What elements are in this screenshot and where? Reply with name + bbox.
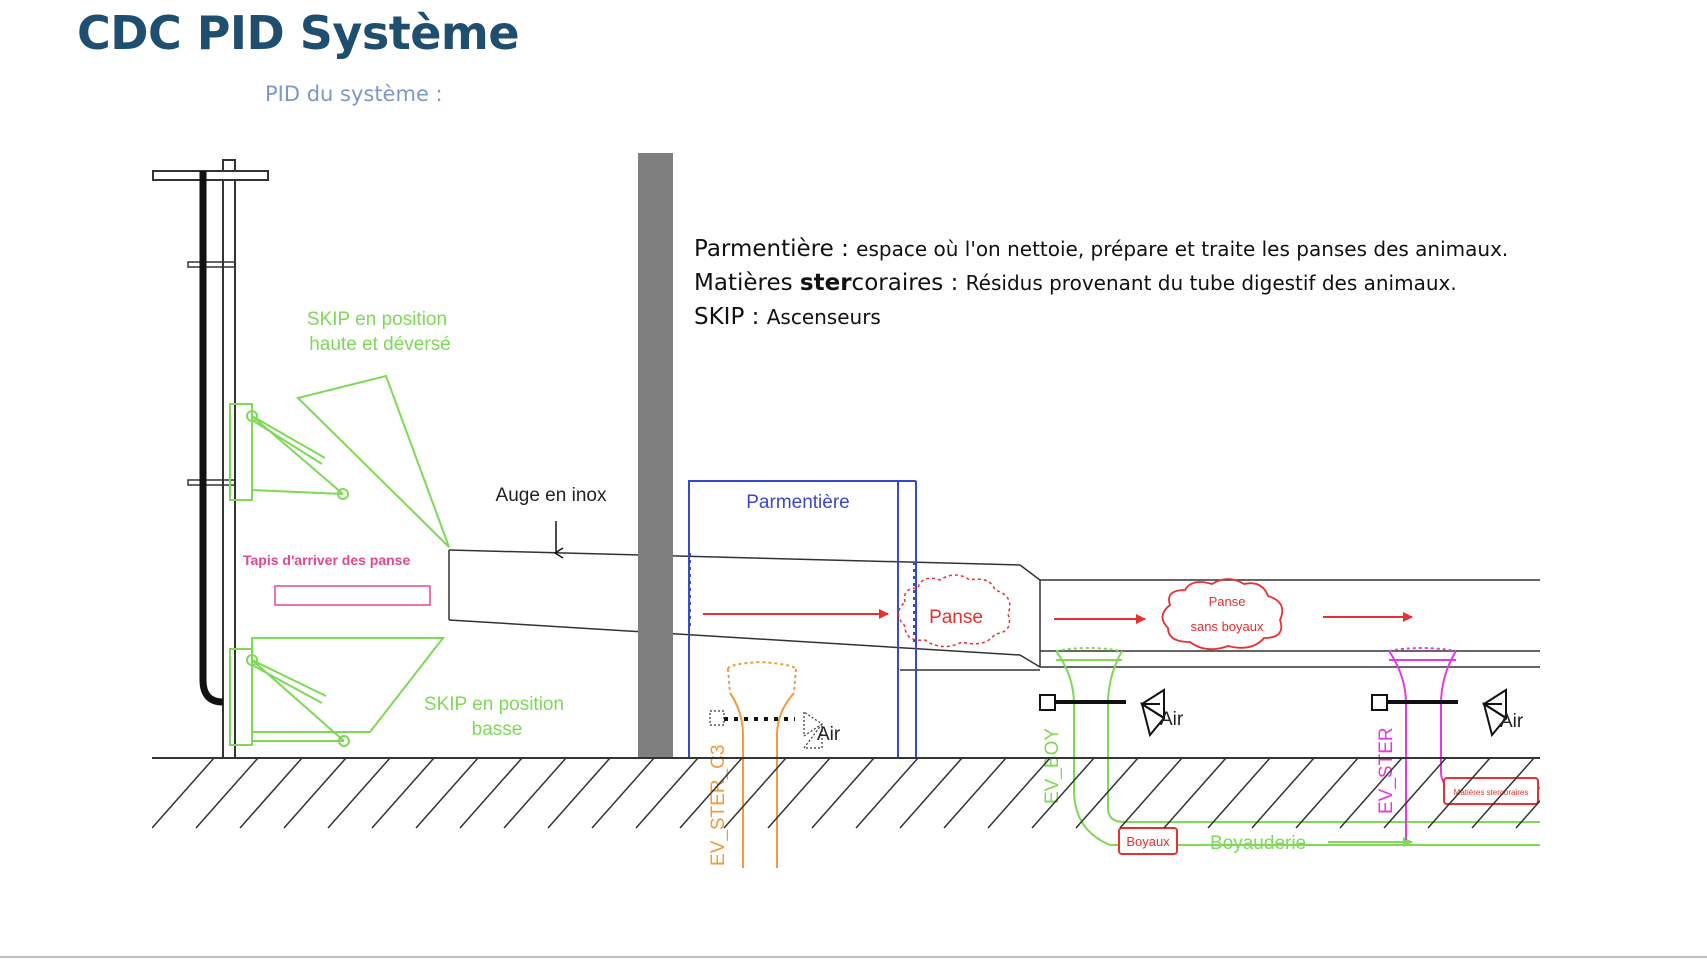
stainless-trough <box>448 549 1540 671</box>
skip-high <box>229 374 450 548</box>
trough-label: Auge en inox <box>496 485 607 506</box>
conveyor-label: Tapis d'arriver des panse <box>243 552 410 568</box>
definition-parmentiere: Parmentière : espace où l'on nettoie, pr… <box>694 232 1508 266</box>
hatch-line <box>1251 757 1315 829</box>
hatch-line <box>459 757 523 829</box>
definition-description: Résidus provenant du tube digestif des a… <box>965 271 1457 295</box>
panse-sans-cloud <box>1161 578 1284 651</box>
hatch-line <box>239 757 303 829</box>
hatch-line <box>635 757 699 829</box>
hatch-line <box>899 757 963 829</box>
ev-boy-pipe <box>1055 647 1540 846</box>
hatch-line <box>679 757 743 829</box>
hatch-line <box>1427 757 1491 829</box>
definition-skip: SKIP : Ascenseurs <box>694 300 1508 334</box>
hatch-line <box>283 757 347 829</box>
skip-low-label: SKIP en position <box>424 694 564 715</box>
hatch-line <box>547 757 611 829</box>
definition-description: Ascenseurs <box>766 305 881 329</box>
definition-term: SKIP : <box>694 304 767 330</box>
page-subtitle: PID du système : <box>265 82 443 106</box>
hatch-line <box>327 757 391 829</box>
ev-ster-c3-pipe <box>727 660 797 868</box>
hatch-line <box>811 757 875 829</box>
panse-sans-label-line2: sans boyaux <box>1191 619 1264 634</box>
skip-high-label: SKIP en position <box>307 309 447 330</box>
skip-low <box>229 637 446 747</box>
hatch-line <box>591 757 655 829</box>
air-label-2: Air <box>1160 709 1184 730</box>
boyaux-box <box>1118 827 1178 855</box>
slide-bottom-border <box>0 956 1707 958</box>
ev-boy-valve <box>1039 688 1166 738</box>
definitions-block: Parmentière : espace où l'on nettoie, pr… <box>694 232 1508 334</box>
hatch-line <box>503 757 567 829</box>
hatch-line <box>371 757 435 829</box>
hatch-line <box>855 757 919 829</box>
ev-ster-c3-label: EV_STER_C3 <box>708 745 729 866</box>
definition-term: Matières stercoraires : <box>694 270 966 296</box>
matieres-label: Matières stercoraires <box>1454 788 1529 797</box>
panse-sans-label-line1: Panse <box>1209 594 1246 609</box>
hatch-line <box>1075 757 1139 829</box>
boyauderie-label: Boyauderie <box>1210 833 1306 854</box>
hatch-line <box>152 757 215 829</box>
ev-ster-pipe <box>1388 647 1540 840</box>
ground-hatching <box>152 757 1540 829</box>
skip-low-label-line2: basse <box>472 719 523 740</box>
boyaux-label: Boyaux <box>1126 834 1170 849</box>
hatch-line <box>1339 757 1403 829</box>
hatch-line <box>415 757 479 829</box>
hatch-line <box>987 757 1051 829</box>
hatch-line <box>1031 757 1095 829</box>
hatch-line <box>1119 757 1183 829</box>
parmentiere-room <box>688 480 917 759</box>
panse-label: Panse <box>929 607 983 628</box>
hatch-line <box>1295 757 1359 829</box>
wall <box>638 153 673 758</box>
page-title: CDC PID Système <box>77 6 520 60</box>
hatch-line <box>1207 757 1271 829</box>
definition-description: espace où l'on nettoie, prépare et trait… <box>856 237 1509 261</box>
hatch-line <box>1515 799 1540 829</box>
hatch-line <box>1471 757 1535 829</box>
ev-boy-label: EV_BOY <box>1042 728 1063 804</box>
parmentiere-label: Parmentière <box>746 492 850 513</box>
hatch-line <box>195 757 259 829</box>
skip-high-label-line2: haute et déversé <box>309 334 451 355</box>
definition-matieres: Matières stercoraires : Résidus provenan… <box>694 266 1508 300</box>
hatch-line <box>943 757 1007 829</box>
ev-ster-c3-valve <box>709 710 824 749</box>
conveyor-belt <box>274 585 431 606</box>
definition-term: Parmentière : <box>694 236 857 262</box>
air-label-1: Air <box>817 724 841 745</box>
hatch-line <box>1383 757 1447 829</box>
hoist-mast <box>152 159 269 757</box>
hatch-line <box>1163 757 1227 829</box>
hatch-line <box>767 757 831 829</box>
ev-ster-label: EV_STER <box>1376 727 1397 814</box>
air-label-3: Air <box>1500 711 1524 732</box>
ev-ster-valve <box>1371 688 1508 738</box>
hatch-line <box>723 757 787 829</box>
